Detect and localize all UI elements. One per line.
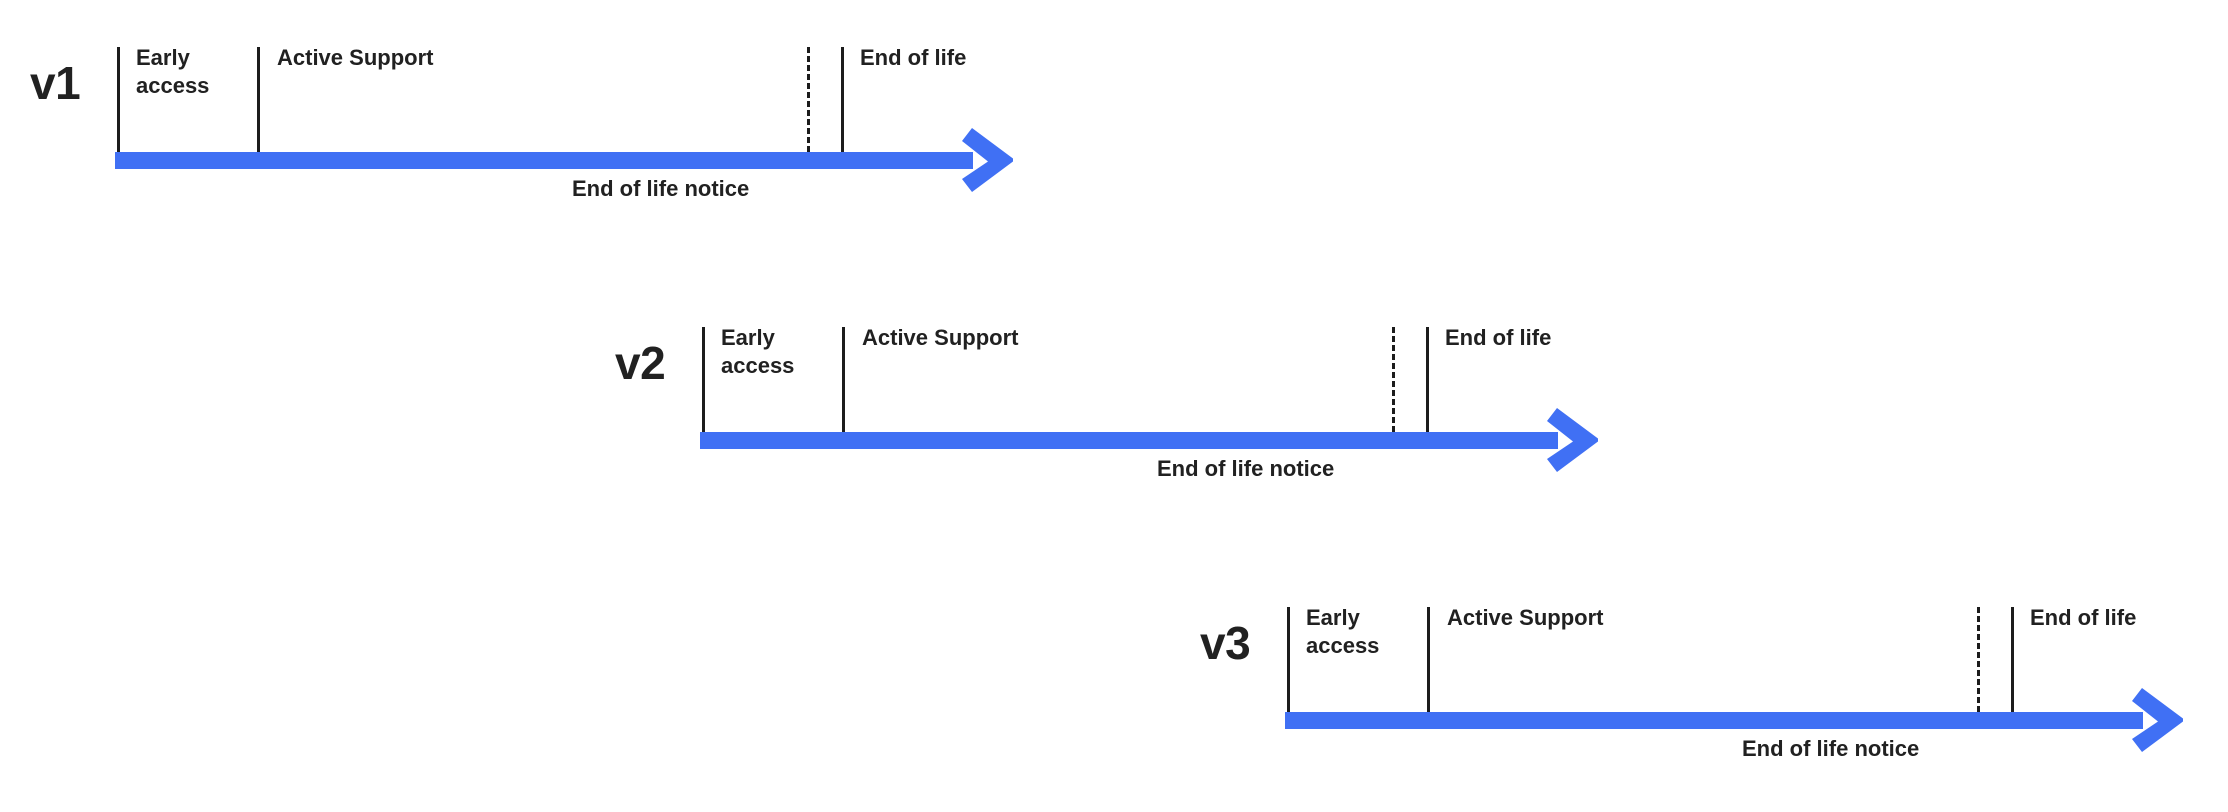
phase-divider-start-v1 [117,47,120,152]
phase-label-active-support-v3: Active Support [1447,605,1604,630]
timeline-arrow-v1 [962,128,1013,192]
version-track-v1: v1 Early access Active Support End of li… [0,0,1060,201]
end-of-life-notice-marker-v1 [807,47,810,152]
phase-label-early-access-v3: Early access [1306,605,1380,658]
end-of-life-notice-label-v1: End of life notice [572,176,750,201]
phase-divider-end-of-life-v2 [1426,327,1429,432]
phase-divider-start-v2 [702,327,705,432]
phase-label-active-support-v1: Active Support [277,45,434,70]
version-label-v3: v3 [1200,617,1251,669]
version-track-v3: v3 Early access Active Support End of li… [1170,560,2228,761]
timeline-bar-v2 [700,432,1558,449]
phase-divider-active-support-v2 [842,327,845,432]
phase-divider-active-support-v1 [257,47,260,152]
timeline-bar-v3 [1285,712,2143,729]
end-of-life-notice-label-v3: End of life notice [1742,736,1920,761]
end-of-life-notice-marker-v3 [1977,607,1980,712]
end-of-life-notice-marker-v2 [1392,327,1395,432]
phase-label-early-access-v2: Early access [721,325,795,378]
phase-label-end-of-life-v3: End of life [2030,605,2137,630]
phase-label-active-support-v2: Active Support [862,325,1019,350]
version-label-v1: v1 [30,57,81,109]
timeline-arrow-v3 [2132,688,2183,752]
phase-divider-end-of-life-v3 [2011,607,2014,712]
phase-divider-start-v3 [1287,607,1290,712]
timeline-bar-v1 [115,152,973,169]
phase-label-end-of-life-v1: End of life [860,45,967,70]
end-of-life-notice-label-v2: End of life notice [1157,456,1335,481]
phase-divider-active-support-v3 [1427,607,1430,712]
phase-divider-end-of-life-v1 [841,47,844,152]
version-label-v2: v2 [615,337,666,389]
phase-label-early-access-v1: Early access [136,45,210,98]
phase-label-end-of-life-v2: End of life [1445,325,1552,350]
timeline-arrow-v2 [1547,408,1598,472]
version-track-v2: v2 Early access Active Support End of li… [585,280,1645,481]
